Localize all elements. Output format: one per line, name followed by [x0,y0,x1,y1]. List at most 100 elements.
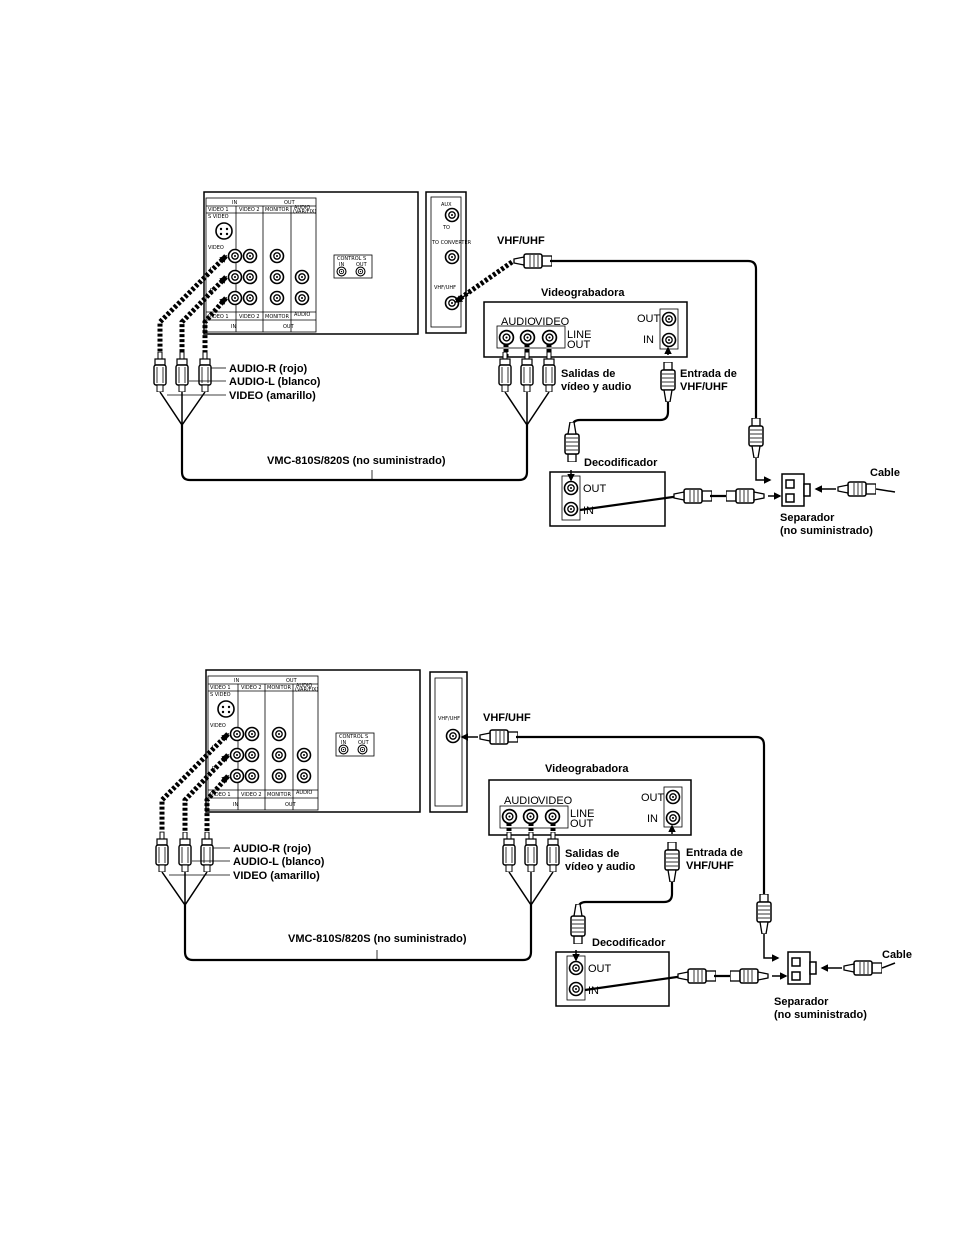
vcr-rf-out-label-2: OUT [641,792,665,804]
audio-out-l-jack-2[interactable] [296,747,312,763]
video2-video-jack[interactable] [242,248,258,264]
tv-col-monitor: MONITOR [265,207,289,213]
control-s-out-jack[interactable] [355,266,366,277]
video1-video-jack[interactable] [227,248,243,264]
vcr-audio-r-out-jack-2[interactable] [501,808,518,825]
tv-col-video1: VIDEO 1 [208,207,229,213]
control-s-label: CONTROL S [337,256,366,262]
vcr-audio-r-out-jack[interactable] [498,329,515,346]
cable-model-label-2: VMC-810S/820S (no suministrado) [288,933,467,945]
audio-out-l-jack[interactable] [294,269,310,285]
video2-audio-l-jack[interactable] [242,269,258,285]
tv-col-video1-bottom: VIDEO 1 [208,314,229,320]
monitor-audio-r-jack[interactable] [269,290,285,306]
vcr-audio-l-out-jack-2[interactable] [522,808,539,825]
decoder-out-label: OUT [583,483,607,495]
video1-audio-r-jack[interactable] [227,290,243,306]
vcr-2: Videograbadora AUDIO VIDEO LINE OUT OUT … [488,763,692,836]
tv-rear-panel: IN OUT VIDEO 1 VIDEO 2 MONITOR AUDIO (VA… [203,191,419,335]
vcr-rf-in-label: IN [643,334,654,346]
vhf-uhf-jack-2[interactable] [445,728,461,744]
vcr-audio-label-2: AUDIO [504,795,539,807]
video2-video-jack-2[interactable] [244,726,260,742]
splitter: Separador (no suministrado) [755,458,873,537]
monitor-audio-l-jack[interactable] [269,269,285,285]
tv-row-svideo: S VIDEO [208,214,229,220]
tv2-footer-out: OUT [285,802,297,808]
tv2-header-in: IN [234,678,239,684]
tv-row-r: R [210,288,214,294]
to-converter-jack[interactable] [444,249,460,265]
vcr: Videograbadora AUDIO VIDEO LINE OUT OUT … [483,287,688,358]
splitter-label-1: Separador [780,512,835,524]
video-label-2: VIDEO (amarillo) [233,870,320,882]
decoder-in-jack[interactable] [563,501,579,517]
cable-in-plug [837,481,876,497]
vcr-rf-in-jack[interactable] [661,332,677,348]
tv2-col-monitor-bottom: MONITOR [267,792,291,798]
audio-r-plug-red-2 [200,832,214,872]
tv2-col-audio-bottom: AUDIO [296,790,312,796]
video2-audio-r-jack[interactable] [242,290,258,306]
tv-rear-panel-2: IN OUT VIDEO 1 VIDEO 2 MONITOR AUDIO (VA… [205,669,421,813]
control-s-in-jack[interactable] [336,266,347,277]
tv2-col-varfix: (VAR/FIX) [295,687,318,693]
video2-audio-l-jack-2[interactable] [244,747,260,763]
monitor-video-jack-2[interactable] [271,726,287,742]
vcr-line-label: LINE [567,329,591,341]
vmc-cable-loop [180,425,529,482]
decoder-out-plug-2 [570,904,586,944]
splitter-label-2: (no suministrado) [780,525,873,537]
video1-audio-r-jack-2[interactable] [229,768,245,784]
rf-input-label-2-2: VHF/UHF [686,860,734,872]
audio-out-r-jack[interactable] [294,290,310,306]
audio-l-plug-white-2 [178,832,192,872]
tv-col-audio: AUDIO [294,205,310,211]
vhf-uhf-port-label: VHF/UHF [434,285,456,291]
vcr-audio-l-out-jack[interactable] [519,329,536,346]
video1-video-jack-2[interactable] [229,726,245,742]
to-converter-label: TO CONVERTER [431,240,472,246]
decoder-in-plug [673,488,712,504]
video1-audio-l-jack[interactable] [227,269,243,285]
vcr-rf-out-label: OUT [637,313,661,325]
vcr-video-out-jack[interactable] [541,329,558,346]
vcr-video-out-jack-2[interactable] [544,808,561,825]
decoder-out-plug [564,422,580,462]
control-s-out-jack-2[interactable] [357,744,368,755]
control-s-in-jack-2[interactable] [338,744,349,755]
tv-footer-in: IN [231,324,236,330]
s-video-jack[interactable] [215,222,233,240]
decoder-out-jack-2[interactable] [568,960,584,976]
video2-audio-r-jack-2[interactable] [244,768,260,784]
tv-antenna-panel-2: VHF/UHF [429,671,468,813]
vcr-in-plug-2 [664,842,680,882]
decoder-title: Decodificador [584,457,658,469]
video1-audio-l-jack-2[interactable] [229,747,245,763]
s-video-jack-2[interactable] [217,700,235,718]
aux-jack[interactable] [444,207,460,223]
tv2-row-svideo: S VIDEO [210,692,231,698]
monitor-audio-r-jack-2[interactable] [271,768,287,784]
vcr-rf-out-jack[interactable] [661,311,677,327]
tv-header-out: OUT [284,200,296,206]
control-s-in: IN [339,262,344,268]
tv-col-monitor-bottom: MONITOR [265,314,289,320]
vcr-rf-in-jack-2[interactable] [665,810,681,826]
splitter-top-plug-2 [756,894,772,934]
control-s-out-2: OUT [358,740,370,746]
control-s-out: OUT [356,262,368,268]
tv-col-varfix: (VAR/FIX) [293,209,316,215]
tv-col-video2: VIDEO 2 [239,207,260,213]
vcr-rf-in-label-2: IN [647,813,658,825]
control-s-label-2: CONTROL S [339,734,368,740]
vcr-rf-out-jack-2[interactable] [665,789,681,805]
decoder-in-jack-2[interactable] [568,981,584,997]
tv2-col-video2: VIDEO 2 [241,685,262,691]
diagram-2: IN OUT VIDEO 1 VIDEO 2 MONITOR AUDIO (VA… [155,669,912,1021]
to-label: TO [442,225,450,231]
audio-out-r-jack-2[interactable] [296,768,312,784]
monitor-audio-l-jack-2[interactable] [271,747,287,763]
decoder-out-jack[interactable] [563,480,579,496]
monitor-video-jack[interactable] [269,248,285,264]
